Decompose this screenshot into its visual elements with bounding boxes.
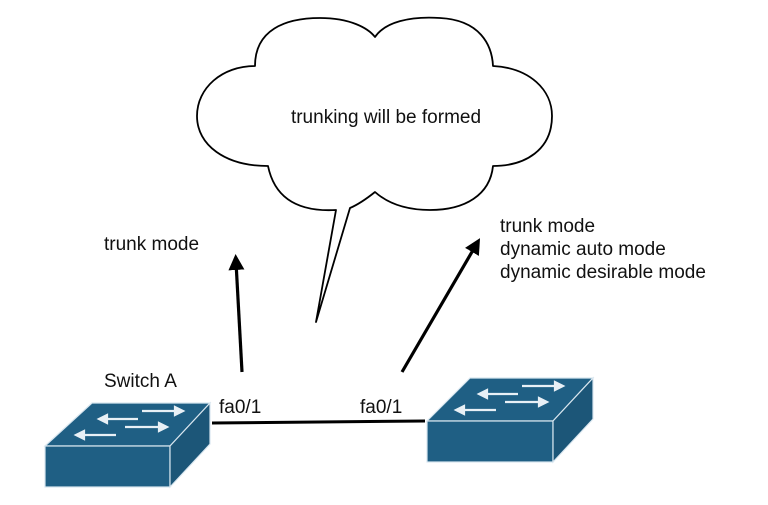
switch-b[interactable]: [425, 376, 595, 464]
left-mode-label: trunk mode: [104, 234, 199, 255]
network-switch-icon: [425, 376, 595, 464]
switch-a[interactable]: [43, 401, 212, 489]
right-mode-label: trunk mode: [500, 216, 595, 237]
network-switch-icon: [43, 401, 212, 489]
right-mode-labels: trunk mode dynamic auto mode dynamic des…: [500, 216, 706, 283]
switch-a-port-label: fa0/1: [219, 397, 261, 418]
link-line: [211, 419, 426, 425]
cloud-text: trunking will be formed: [291, 107, 481, 128]
switch-a-label: Switch A: [104, 371, 177, 392]
arrow-up-right-icon: [400, 238, 481, 373]
cloud-shape: [196, 16, 553, 323]
right-mode-label: dynamic desirable mode: [500, 262, 706, 283]
right-mode-label: dynamic auto mode: [500, 239, 666, 260]
speech-cloud: trunking will be formed: [196, 16, 553, 323]
arrow-up-icon: [228, 254, 245, 373]
switch-b-port-label: fa0/1: [360, 397, 402, 418]
